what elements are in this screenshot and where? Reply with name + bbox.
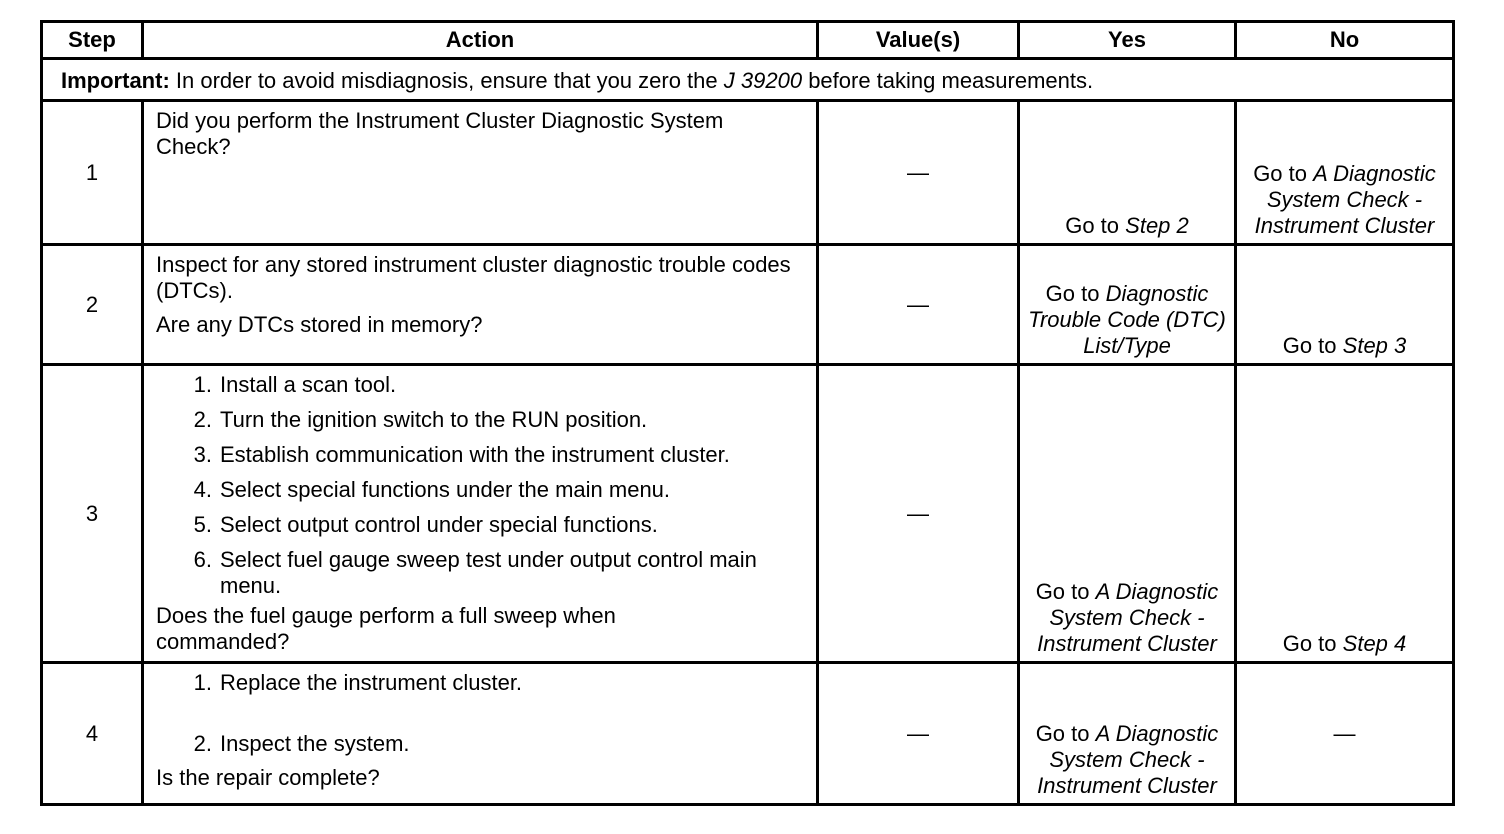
diagnostic-table: Step Action Value(s) Yes No Important: I…	[40, 20, 1455, 806]
no-cell: Go to Step 4	[1234, 363, 1455, 664]
no-prefix: Go to	[1253, 161, 1307, 186]
header-no: No	[1234, 20, 1455, 60]
yes-cell: Go to A Diagnostic System Check - Instru…	[1017, 661, 1237, 806]
substep-list: 1.Replace the instrument cluster. 2.Insp…	[156, 670, 806, 757]
header-values: Value(s)	[816, 20, 1020, 60]
value-cell: —	[816, 363, 1020, 664]
header-action: Action	[141, 20, 819, 60]
step-number: 3	[40, 363, 144, 664]
yes-prefix: Go to	[1035, 579, 1090, 604]
step-number: 2	[40, 243, 144, 366]
substep-text: Establish communication with the instrum…	[220, 442, 730, 467]
action-cell: Did you perform the Instrument Cluster D…	[141, 99, 819, 246]
value-dash: —	[907, 720, 929, 746]
table-row: 4 1.Replace the instrument cluster. 2.In…	[40, 661, 1455, 806]
substep-text: Select fuel gauge sweep test under outpu…	[220, 547, 757, 598]
header-yes: Yes	[1017, 20, 1237, 60]
list-item: 5.Select output control under special fu…	[180, 512, 806, 538]
list-item: 2.Inspect the system.	[180, 731, 806, 757]
table-row: 3 1.Install a scan tool. 2.Turn the igni…	[40, 363, 1455, 664]
substep-text: Turn the ignition switch to the RUN posi…	[220, 407, 648, 432]
substep-text: Select special functions under the main …	[220, 477, 671, 502]
yes-prefix: Go to	[1035, 721, 1090, 746]
yes-cell: Go to A Diagnostic System Check - Instru…	[1017, 363, 1237, 664]
yes-link[interactable]: A Diagnostic System Check - Instrument C…	[1037, 579, 1219, 656]
action-cell: 1.Install a scan tool. 2.Turn the igniti…	[141, 363, 819, 664]
no-prefix: Go to	[1282, 333, 1337, 358]
value-dash: —	[907, 500, 929, 526]
substep-text: Inspect the system.	[220, 731, 410, 756]
action-question: Does the fuel gauge perform a full sweep…	[156, 603, 616, 654]
action-text: Inspect for any stored instrument cluste…	[156, 252, 791, 303]
substep-text: Select output control under special func…	[220, 512, 658, 537]
yes-prefix: Go to	[1045, 281, 1100, 306]
value-dash: —	[907, 291, 929, 317]
action-cell: 1.Replace the instrument cluster. 2.Insp…	[141, 661, 819, 806]
no-link[interactable]: A Diagnostic System Check - Instrument C…	[1254, 161, 1436, 238]
substep-text: Replace the instrument cluster.	[220, 670, 523, 695]
no-cell: Go to Step 3	[1234, 243, 1455, 366]
step-number: 4	[40, 661, 144, 806]
no-cell: —	[1234, 661, 1455, 806]
header-row: Step Action Value(s) Yes No	[40, 20, 1455, 60]
list-item: 6.Select fuel gauge sweep test under out…	[180, 547, 806, 599]
yes-link[interactable]: Diagnostic Trouble Code (DTC) List/Type	[1028, 281, 1226, 358]
yes-cell: Go to Diagnostic Trouble Code (DTC) List…	[1017, 243, 1237, 366]
important-text-before: In order to avoid misdiagnosis, ensure t…	[175, 68, 718, 93]
no-cell: Go to A Diagnostic System Check - Instru…	[1234, 99, 1455, 246]
value-dash: —	[907, 159, 929, 185]
important-label: Important:	[61, 68, 170, 93]
yes-link[interactable]: A Diagnostic System Check - Instrument C…	[1037, 721, 1219, 798]
list-item: 3.Establish communication with the instr…	[180, 442, 806, 468]
action-cell: Inspect for any stored instrument cluste…	[141, 243, 819, 366]
yes-prefix: Go to	[1065, 213, 1120, 238]
value-cell: —	[816, 661, 1020, 806]
list-item: 1.Replace the instrument cluster.	[180, 670, 806, 696]
list-item: 4.Select special functions under the mai…	[180, 477, 806, 503]
value-cell: —	[816, 99, 1020, 246]
important-row: Important: In order to avoid misdiagnosi…	[40, 57, 1455, 102]
yes-link[interactable]: Step 2	[1125, 213, 1189, 238]
table-row: 1 Did you perform the Instrument Cluster…	[40, 99, 1455, 246]
list-item: 2.Turn the ignition switch to the RUN po…	[180, 407, 806, 433]
value-cell: —	[816, 243, 1020, 366]
action-question: Is the repair complete?	[156, 765, 380, 790]
action-question: Are any DTCs stored in memory?	[156, 312, 483, 337]
yes-cell: Go to Step 2	[1017, 99, 1237, 246]
no-link[interactable]: Step 4	[1342, 631, 1407, 656]
list-item: 1.Install a scan tool.	[180, 372, 806, 398]
step-number: 1	[40, 99, 144, 246]
header-step: Step	[40, 20, 144, 60]
no-value-dash: —	[1333, 720, 1356, 746]
no-link[interactable]: Step 3	[1342, 333, 1407, 358]
important-text-after: before taking measurements.	[808, 68, 1094, 93]
action-text: Did you perform the Instrument Cluster D…	[156, 108, 724, 159]
table-row: 2 Inspect for any stored instrument clus…	[40, 243, 1455, 366]
important-note: Important: In order to avoid misdiagnosi…	[40, 57, 1455, 102]
important-tool: J 39200	[723, 68, 803, 93]
substep-text: Install a scan tool.	[220, 372, 397, 397]
substep-list: 1.Install a scan tool. 2.Turn the igniti…	[156, 372, 806, 599]
no-prefix: Go to	[1282, 631, 1337, 656]
